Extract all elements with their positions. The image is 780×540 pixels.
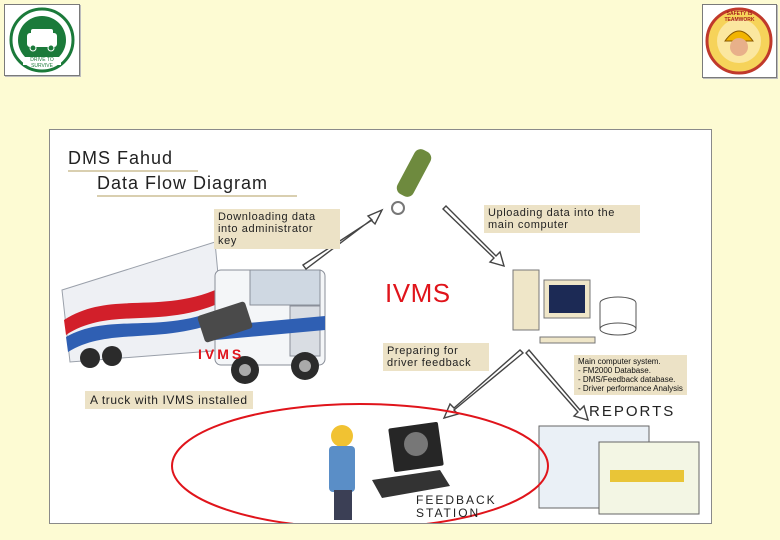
callout-download: Downloading data into administrator key: [214, 209, 340, 249]
logo-left-text: DRIVE TO SURVIVE: [30, 57, 54, 69]
callout-download-line: key: [218, 235, 237, 247]
feedback-station-illustration: [329, 421, 450, 520]
callout-download-line: into administrator: [218, 223, 314, 235]
system-line: - Driver performance Analysis: [578, 384, 683, 393]
callout-preparing: Preparing for driver feedback: [383, 343, 489, 371]
arrow-computer-to-feedback: [442, 349, 525, 420]
system-description: Main computer system. - FM2000 Database.…: [574, 355, 687, 395]
title-underline-2: [97, 195, 297, 197]
truck-caption: A truck with IVMS installed: [85, 391, 253, 409]
callout-upload: Uploading data into the main computer: [484, 205, 640, 233]
reports-label: REPORTS: [589, 403, 676, 420]
callout-preparing-line: Preparing for: [387, 345, 459, 357]
logo-right-text: SAFETY IS TEAMWORK: [724, 11, 755, 23]
safety-is-teamwork-logo: SAFETY IS TEAMWORK: [702, 4, 777, 78]
system-line: - DMS/Feedback database.: [578, 375, 676, 384]
drive-to-survive-logo: DRIVE TO SURVIVE: [4, 4, 80, 76]
callout-download-line: Downloading data: [218, 211, 316, 223]
reports-documents-icon: [538, 425, 700, 515]
arrow-key-to-computer: [442, 205, 506, 268]
arrow-computer-to-reports: [525, 348, 590, 422]
administrator-key-icon: [391, 149, 432, 215]
feedback-line2: STATION: [416, 506, 481, 520]
diagram-title-line2: Data Flow Diagram: [97, 173, 269, 193]
ivms-center-label: IVMS: [385, 278, 451, 308]
safety-worker-emblem: [705, 7, 773, 75]
feedback-station-label: FEEDBACK STATION: [416, 494, 497, 520]
system-line: Main computer system.: [578, 357, 661, 366]
feedback-highlight-ellipse: [171, 403, 549, 523]
flow-arrows: [301, 205, 590, 422]
arrow-truck-to-key: [301, 208, 384, 270]
callout-upload-line: main computer: [488, 219, 569, 231]
diagram-graphics: [61, 149, 700, 523]
truck-illustration: [61, 241, 326, 384]
truck-ivms-label: IVMS: [198, 346, 245, 362]
drive-to-survive-emblem: [9, 7, 75, 73]
callout-preparing-line: driver feedback: [387, 357, 472, 369]
callout-upload-line: Uploading data into the: [488, 207, 615, 219]
system-line: - FM2000 Database.: [578, 366, 651, 375]
feedback-line1: FEEDBACK: [416, 493, 497, 507]
main-computer-icon: [512, 269, 637, 344]
data-flow-diagram: DMS Fahud Data Flow Diagram Downloading …: [49, 129, 712, 524]
diagram-title-line1: DMS Fahud: [68, 148, 174, 168]
title-underline-1: [68, 170, 198, 172]
